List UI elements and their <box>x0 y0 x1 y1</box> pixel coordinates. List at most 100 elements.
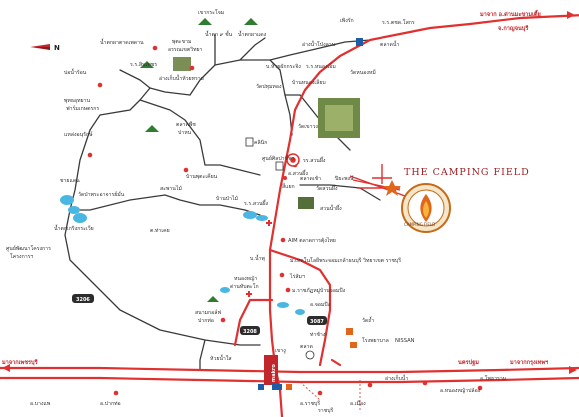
direction-top-right-1: มาจาก อ.ด่านมะขามเตี้ย <box>480 9 541 18</box>
label-l16: บ่อน้ำร้อน <box>64 68 87 76</box>
label-l54: โรงพยาบาล <box>362 337 389 344</box>
label-l58: อ.เมือง <box>350 400 366 407</box>
dotted-roads <box>299 380 361 410</box>
label-l26: รร.สวนผึ้ง <box>303 156 326 164</box>
label-l35: สะพานไม้ <box>160 184 182 192</box>
route-3208-label: 3208 <box>243 329 257 335</box>
label-l25: ศูนย์ศิลปาชีพฯ <box>262 155 294 162</box>
direction-bottom-mid: นครปฐม <box>458 358 479 366</box>
label-l38: ร.ร.สวนผึ้ง <box>244 199 269 207</box>
park-icons <box>140 18 258 302</box>
label-l13: อ่างเก็บน้ำห้วยทราย <box>159 74 204 82</box>
label-l9: อรรณเขตวิทยา <box>168 46 203 53</box>
label-l62: อ.หนองหญ้าปล้อง <box>440 387 481 394</box>
label-l61: เขางู <box>275 348 286 354</box>
label-l57: อ.ปากท่อ <box>100 401 121 407</box>
label-l19: ฟาร์มเกษตรกร <box>66 105 99 112</box>
label-l31: สวนน้ำผึ้ง <box>320 204 342 212</box>
label-l10: อ่างน้ำโป่งลาน <box>302 40 336 48</box>
makro-marker <box>264 355 278 385</box>
label-l5: ร.ร.ตชด.โสกร <box>382 19 415 26</box>
restroom-icon <box>275 161 284 171</box>
direction-bottom-left: มาจากเพชรบุรี <box>2 359 38 366</box>
label-l15: บ้านหนองเลียบ <box>292 79 326 86</box>
direction-top-right-2: จ.กาญจนบุรี <box>498 25 528 32</box>
route-3206-shield <box>72 294 94 303</box>
label-l2: น้ำตก ๙ ชั้น <box>205 30 233 38</box>
label-l11: บ.ห้วยผักกระจิง <box>266 63 301 70</box>
label-l23: วัดเขาวง <box>298 123 318 130</box>
label-l7: น้ำตกผาตาดเพดาน <box>100 38 144 46</box>
label-l60: NISSAN <box>395 338 415 344</box>
water-bodies <box>60 195 305 315</box>
target-marker-icon <box>286 153 300 167</box>
misc-icons <box>245 38 363 390</box>
burst-lines <box>349 164 406 197</box>
label-l56: อ.ราชบุรี <box>300 400 320 407</box>
label-l63: ราชบุรี <box>318 407 334 414</box>
label-l55: ตลาด <box>300 344 313 350</box>
photo-small <box>173 57 191 71</box>
label-l30: ปิยะพงษ์ <box>335 175 354 182</box>
label-l24: คลินิก <box>254 139 267 146</box>
hospital-icons <box>246 220 272 297</box>
label-l59: อ.บางแพ <box>30 401 51 407</box>
label-l39: AIM ตลาดการตุ้งไทย <box>288 236 336 244</box>
label-l40: ม.เทคโนโลยีพระจอมเกล้าธนบุรี วิทยาเขต รา… <box>290 257 401 264</box>
label-l52: ท่าช้าง <box>310 331 326 338</box>
label-l50: ปากท่อ <box>198 318 214 324</box>
label-l49: สนามกอล์ฟ <box>195 309 221 316</box>
route-3206-label: 3206 <box>76 297 90 303</box>
label-l29: วัดสวนผึ้ง <box>316 184 338 192</box>
label-l64: บ้านพุตะเคียน <box>186 173 218 180</box>
label-l27: อ.สวนผึ้ง <box>288 169 308 177</box>
label-l4: เพิงรัก <box>340 17 354 24</box>
label-l22: ปาหน <box>178 130 192 136</box>
label-l14: วัดปทุมทอง <box>256 83 282 90</box>
label-l42: ไร่ส้มฯ <box>289 272 305 280</box>
label-l67: อ่างเก็บน้ำ <box>385 374 408 382</box>
label-l47: ศูนย์พัฒนาโครงการ <box>6 245 51 252</box>
label-l17: ร.ร.สินเพชร <box>130 61 157 68</box>
direction-bottom-right: มาจากกรุงเทพฯ <box>510 359 548 366</box>
label-l45: หนองหญ้า <box>234 275 257 282</box>
label-l34: วัดป่าพระอาจารย์มั่น <box>78 191 125 198</box>
label-l18: พุทธอุทยาน <box>64 98 90 104</box>
shop-icon-2 <box>286 384 292 390</box>
temple-icon <box>346 328 353 335</box>
label-l1: เขากระโจม <box>198 9 224 16</box>
gas-station-icon <box>305 350 315 360</box>
route-3087-label: 3087 <box>310 319 324 325</box>
hospital-building-icon <box>350 342 357 348</box>
bird-icon <box>356 38 363 46</box>
route-shields <box>72 294 327 335</box>
brand-title: THE CAMPING FIELD <box>404 167 530 178</box>
bank-icon-2 <box>272 384 282 390</box>
label-l21: ตลาดพืช <box>176 121 196 128</box>
star-icon <box>383 180 401 196</box>
label-l33: น้ำตกเกริงกระเวีย <box>54 224 94 232</box>
label-l32: ชายแดน <box>60 178 80 184</box>
direction-arrows <box>2 11 577 374</box>
shop-icon <box>245 137 254 147</box>
camping-field-logo <box>401 183 451 233</box>
route-3208-shield <box>240 326 260 335</box>
logo-text: CAMPING FIELD <box>404 222 435 227</box>
label-l28: ตลาดเช้า <box>300 175 321 182</box>
label-l6: ตลาดน้ำ <box>380 40 399 48</box>
label-l8: พุตะขาม <box>172 39 191 45</box>
label-l20: แหล่งอนุรักษ์ <box>64 131 93 138</box>
place-labels: เขากระโจม น้ำตก ๙ ชั้น น้ำตกผาแดง เพิงรั… <box>6 9 506 414</box>
minor-roads <box>64 34 381 371</box>
label-l48: โครงการฯ <box>10 253 33 260</box>
label-l36: บ้านป่าไม้ <box>216 194 238 202</box>
main-roads <box>0 14 579 417</box>
label-l53: วัดถ้ำ <box>362 316 374 324</box>
north-arrow-icon <box>30 44 50 50</box>
label-l12: ร.ร.หนองเอ็ม <box>306 62 336 70</box>
bank-icon <box>258 384 264 390</box>
label-l43: ม.ราชภัฏหมู่บ้านจอมบึง <box>292 287 346 294</box>
photo-forest <box>298 197 314 209</box>
